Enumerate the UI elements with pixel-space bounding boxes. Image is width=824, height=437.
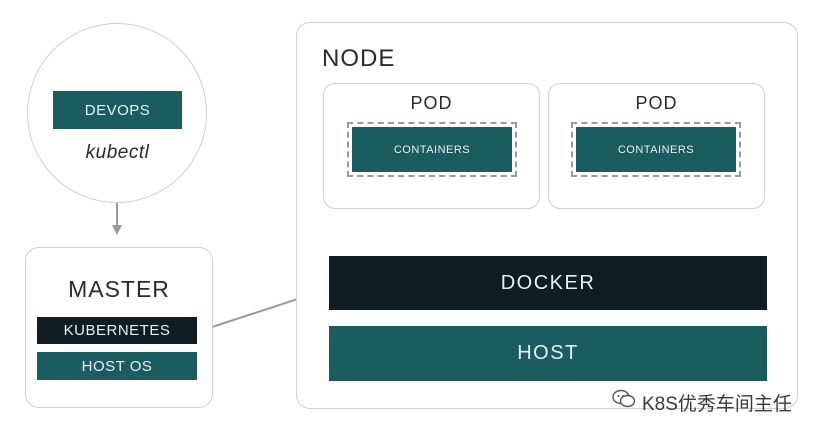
containers-dashed-frame [571,122,741,177]
host-bar: HOST [329,326,767,381]
master-title: MASTER [68,276,170,302]
pod-title: POD [410,93,453,113]
wechat-icon [612,389,636,415]
host-os-box: HOST OS [37,352,197,380]
kubectl-label: kubectl [85,142,150,163]
node-title: NODE [322,45,396,72]
containers-box: CONTAINERS [576,127,736,172]
kubernetes-box: KUBERNETES [37,317,197,344]
docker-bar: DOCKER [329,256,767,310]
containers-box: CONTAINERS [352,127,512,172]
pod-title: POD [635,93,678,113]
watermark: K8S优秀车间主任 [612,389,792,415]
watermark-text: K8S优秀车间主任 [642,393,792,415]
devops-box: DEVOPS [53,91,182,129]
containers-dashed-frame [347,122,517,177]
